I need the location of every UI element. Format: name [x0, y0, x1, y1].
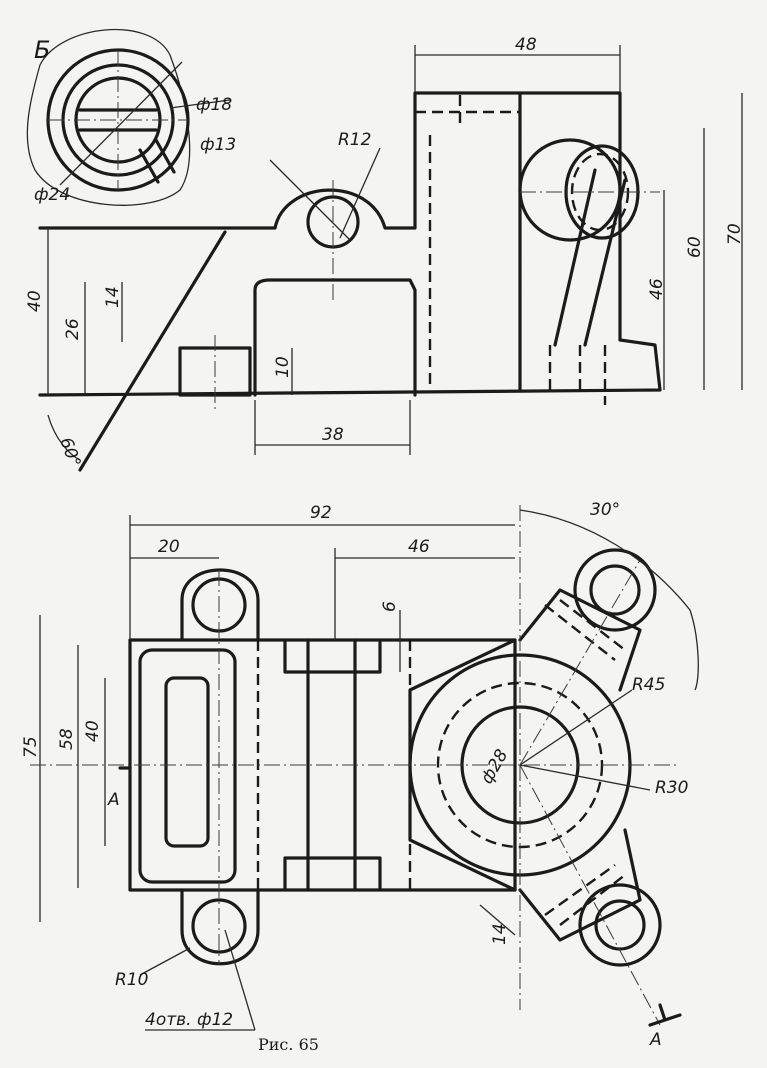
arm-lower [518, 828, 642, 942]
leader-holes [224, 929, 256, 1031]
keyway [138, 138, 176, 184]
arm-upper-boss [573, 548, 657, 632]
leader-r12 [339, 147, 381, 239]
pocket-outline [253, 278, 417, 397]
leader-r30 [519, 764, 651, 791]
arc-60deg [47, 414, 81, 461]
dim-r12: R12 [338, 130, 371, 150]
hole-bottom-left [191, 898, 247, 954]
dim-r10: R10 [115, 970, 148, 990]
channel-ends [283, 640, 382, 890]
top-hidden-verticals [256, 640, 412, 890]
section-label-right: А [649, 1030, 662, 1050]
dim-60: 60 [685, 236, 705, 258]
dim-46: 46 [408, 537, 430, 557]
hidden-lines-lower [548, 345, 607, 405]
dim-46: 46 [647, 278, 667, 300]
inner-slot [164, 676, 210, 848]
hidden-lines-upper [415, 95, 522, 390]
arm-axis-upper [519, 559, 641, 766]
dim-92: 92 [310, 503, 332, 523]
outer-slot-frame [138, 648, 237, 884]
figure-caption: Рис. 65 [258, 1035, 319, 1054]
arc-30deg [519, 509, 699, 691]
dim-d13: ф13 [200, 135, 236, 155]
dimline-14 [479, 904, 516, 936]
chamfer-line [78, 230, 227, 472]
arm-upper [518, 588, 642, 692]
leader-r10 [139, 947, 191, 976]
dim-14: 14 [490, 923, 510, 945]
section-arrow-right [648, 1003, 682, 1027]
dim-75: 75 [21, 736, 41, 758]
detail-boundary [26, 28, 191, 206]
right-boss-outer [518, 138, 622, 242]
dim-d18: ф18 [196, 95, 232, 115]
dim-70: 70 [725, 223, 745, 245]
dim-r45: R45 [632, 675, 665, 695]
dim-20: 20 [158, 537, 180, 557]
top-view: 92 20 46 6 75 58 40 30° R45 R30 ф28 14 R… [21, 500, 699, 1050]
dim-holes: 4отв. ф12 [145, 1010, 233, 1030]
dim-r30: R30 [655, 778, 688, 798]
dim-58: 58 [57, 728, 77, 750]
dim-40-top: 40 [83, 720, 103, 742]
arm-lower-hole [594, 899, 646, 951]
lug-bottom-left [180, 888, 260, 966]
leader-d18 [169, 99, 231, 109]
arm-lower-boss [578, 883, 662, 967]
dim-10: 10 [273, 356, 293, 378]
dim-48: 48 [515, 35, 537, 55]
view-label-b: Б [34, 36, 50, 64]
dim-60deg: 60° [55, 435, 84, 470]
lug-top-left [180, 568, 260, 642]
leader-r45 [519, 689, 633, 766]
dim-40: 40 [25, 290, 45, 312]
arm-axis-lower [519, 764, 661, 1026]
section-label-left: А [107, 790, 120, 810]
leader-d13 [269, 159, 351, 241]
dim-6: 6 [380, 601, 400, 612]
dim-38: 38 [322, 425, 344, 445]
dim-d28: ф28 [477, 746, 512, 787]
dim-14: 14 [103, 286, 123, 308]
leader-d24 [59, 61, 183, 186]
detail-view-b: Б ф18 ф24 [26, 28, 232, 206]
diagonal-lines [553, 168, 627, 347]
dim-30deg: 30° [590, 500, 620, 520]
front-view: 48 70 60 46 40 26 14 10 38 60° ф13 R12 [25, 35, 745, 472]
arm-hidden-lines [544, 599, 626, 926]
dim-26: 26 [63, 318, 83, 340]
dim-d24: ф24 [34, 185, 70, 205]
arm-upper-hole [589, 564, 641, 616]
